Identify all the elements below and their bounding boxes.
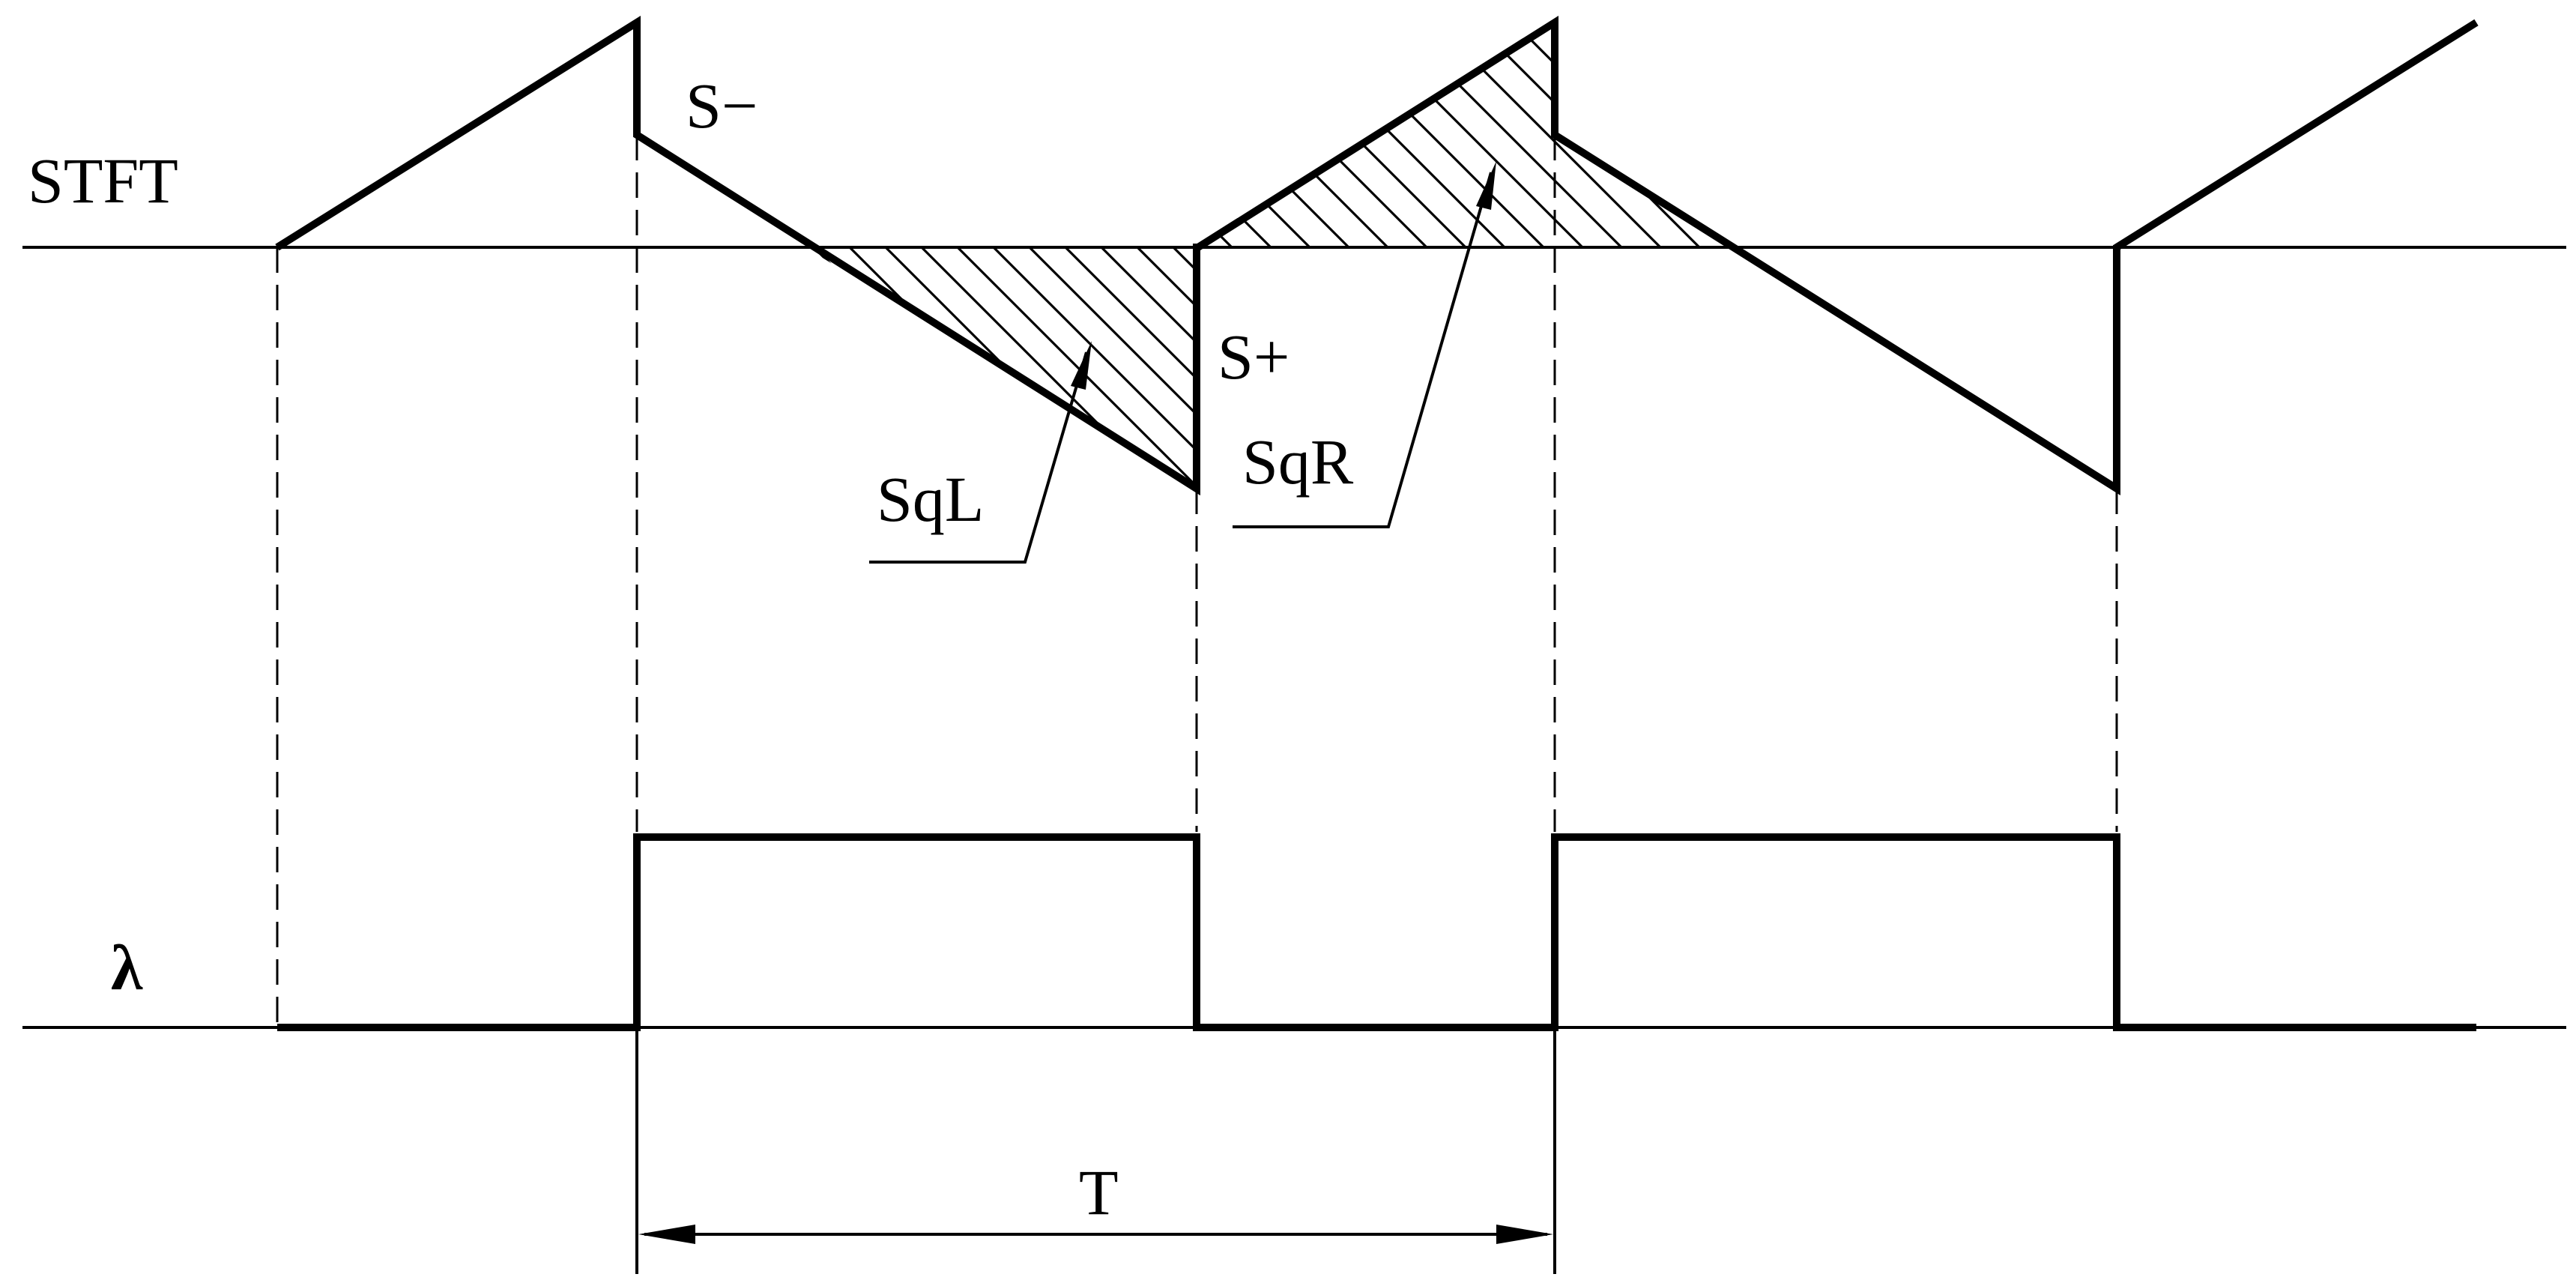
hatch-line: [805, 247, 987, 489]
hatch-line: [1064, 247, 1197, 489]
hatch-line: [1586, 22, 1727, 247]
hatch-line: [1430, 22, 1666, 247]
lambda-waveform: [277, 833, 2476, 1031]
hatch-line: [1100, 247, 1197, 489]
hatch-line: [1744, 19, 1976, 251]
hatch-line: [1197, 22, 1432, 247]
lambda-label: λ: [111, 932, 143, 1003]
hatch-line: [992, 247, 1197, 489]
hatch-line: [1197, 22, 1354, 247]
hatch-line: [805, 247, 1023, 489]
hatch-line: [1664, 22, 1727, 247]
hatch-line: [805, 247, 951, 489]
hatch-line: [1703, 22, 1727, 247]
hatch-line: [805, 247, 879, 489]
hatch-line: [1197, 22, 1237, 247]
hatch-line: [1197, 22, 1393, 247]
sqr-leader-line: [1233, 172, 1493, 528]
hatch-line: [1197, 22, 1315, 247]
hatch-line: [1236, 22, 1471, 247]
period-arrow-right: [1496, 1225, 1553, 1244]
stft-label: STFT: [28, 145, 178, 217]
sqr-label: SqR: [1242, 426, 1354, 498]
sqr-leader-arrowhead: [1476, 161, 1496, 210]
sql-leader-arrowhead: [1071, 341, 1092, 390]
period-label: T: [1079, 1156, 1119, 1228]
sql-leader-line: [869, 351, 1088, 564]
hatch-line: [1275, 22, 1510, 247]
hatch-line: [1197, 22, 1198, 247]
hatch-line: [805, 247, 807, 489]
sql-label: SqL: [877, 463, 984, 535]
hatch-line: [920, 247, 1167, 489]
s-plus-label: S+: [1218, 321, 1289, 393]
s-minus-label: S−: [686, 70, 758, 142]
sqr-hatched-area: [1197, 19, 1976, 251]
stft-waveform: [275, 15, 2479, 496]
hatch-line: [1197, 22, 1276, 247]
hatch-line: [1028, 247, 1197, 489]
hatch-line: [1547, 22, 1727, 247]
hatch-line: [1625, 22, 1727, 247]
hatch-line: [805, 247, 843, 489]
hatch-line: [1136, 247, 1197, 489]
hatch-line: [812, 247, 1059, 489]
hatch-line: [1508, 22, 1727, 247]
period-arrow-left: [638, 1225, 695, 1244]
